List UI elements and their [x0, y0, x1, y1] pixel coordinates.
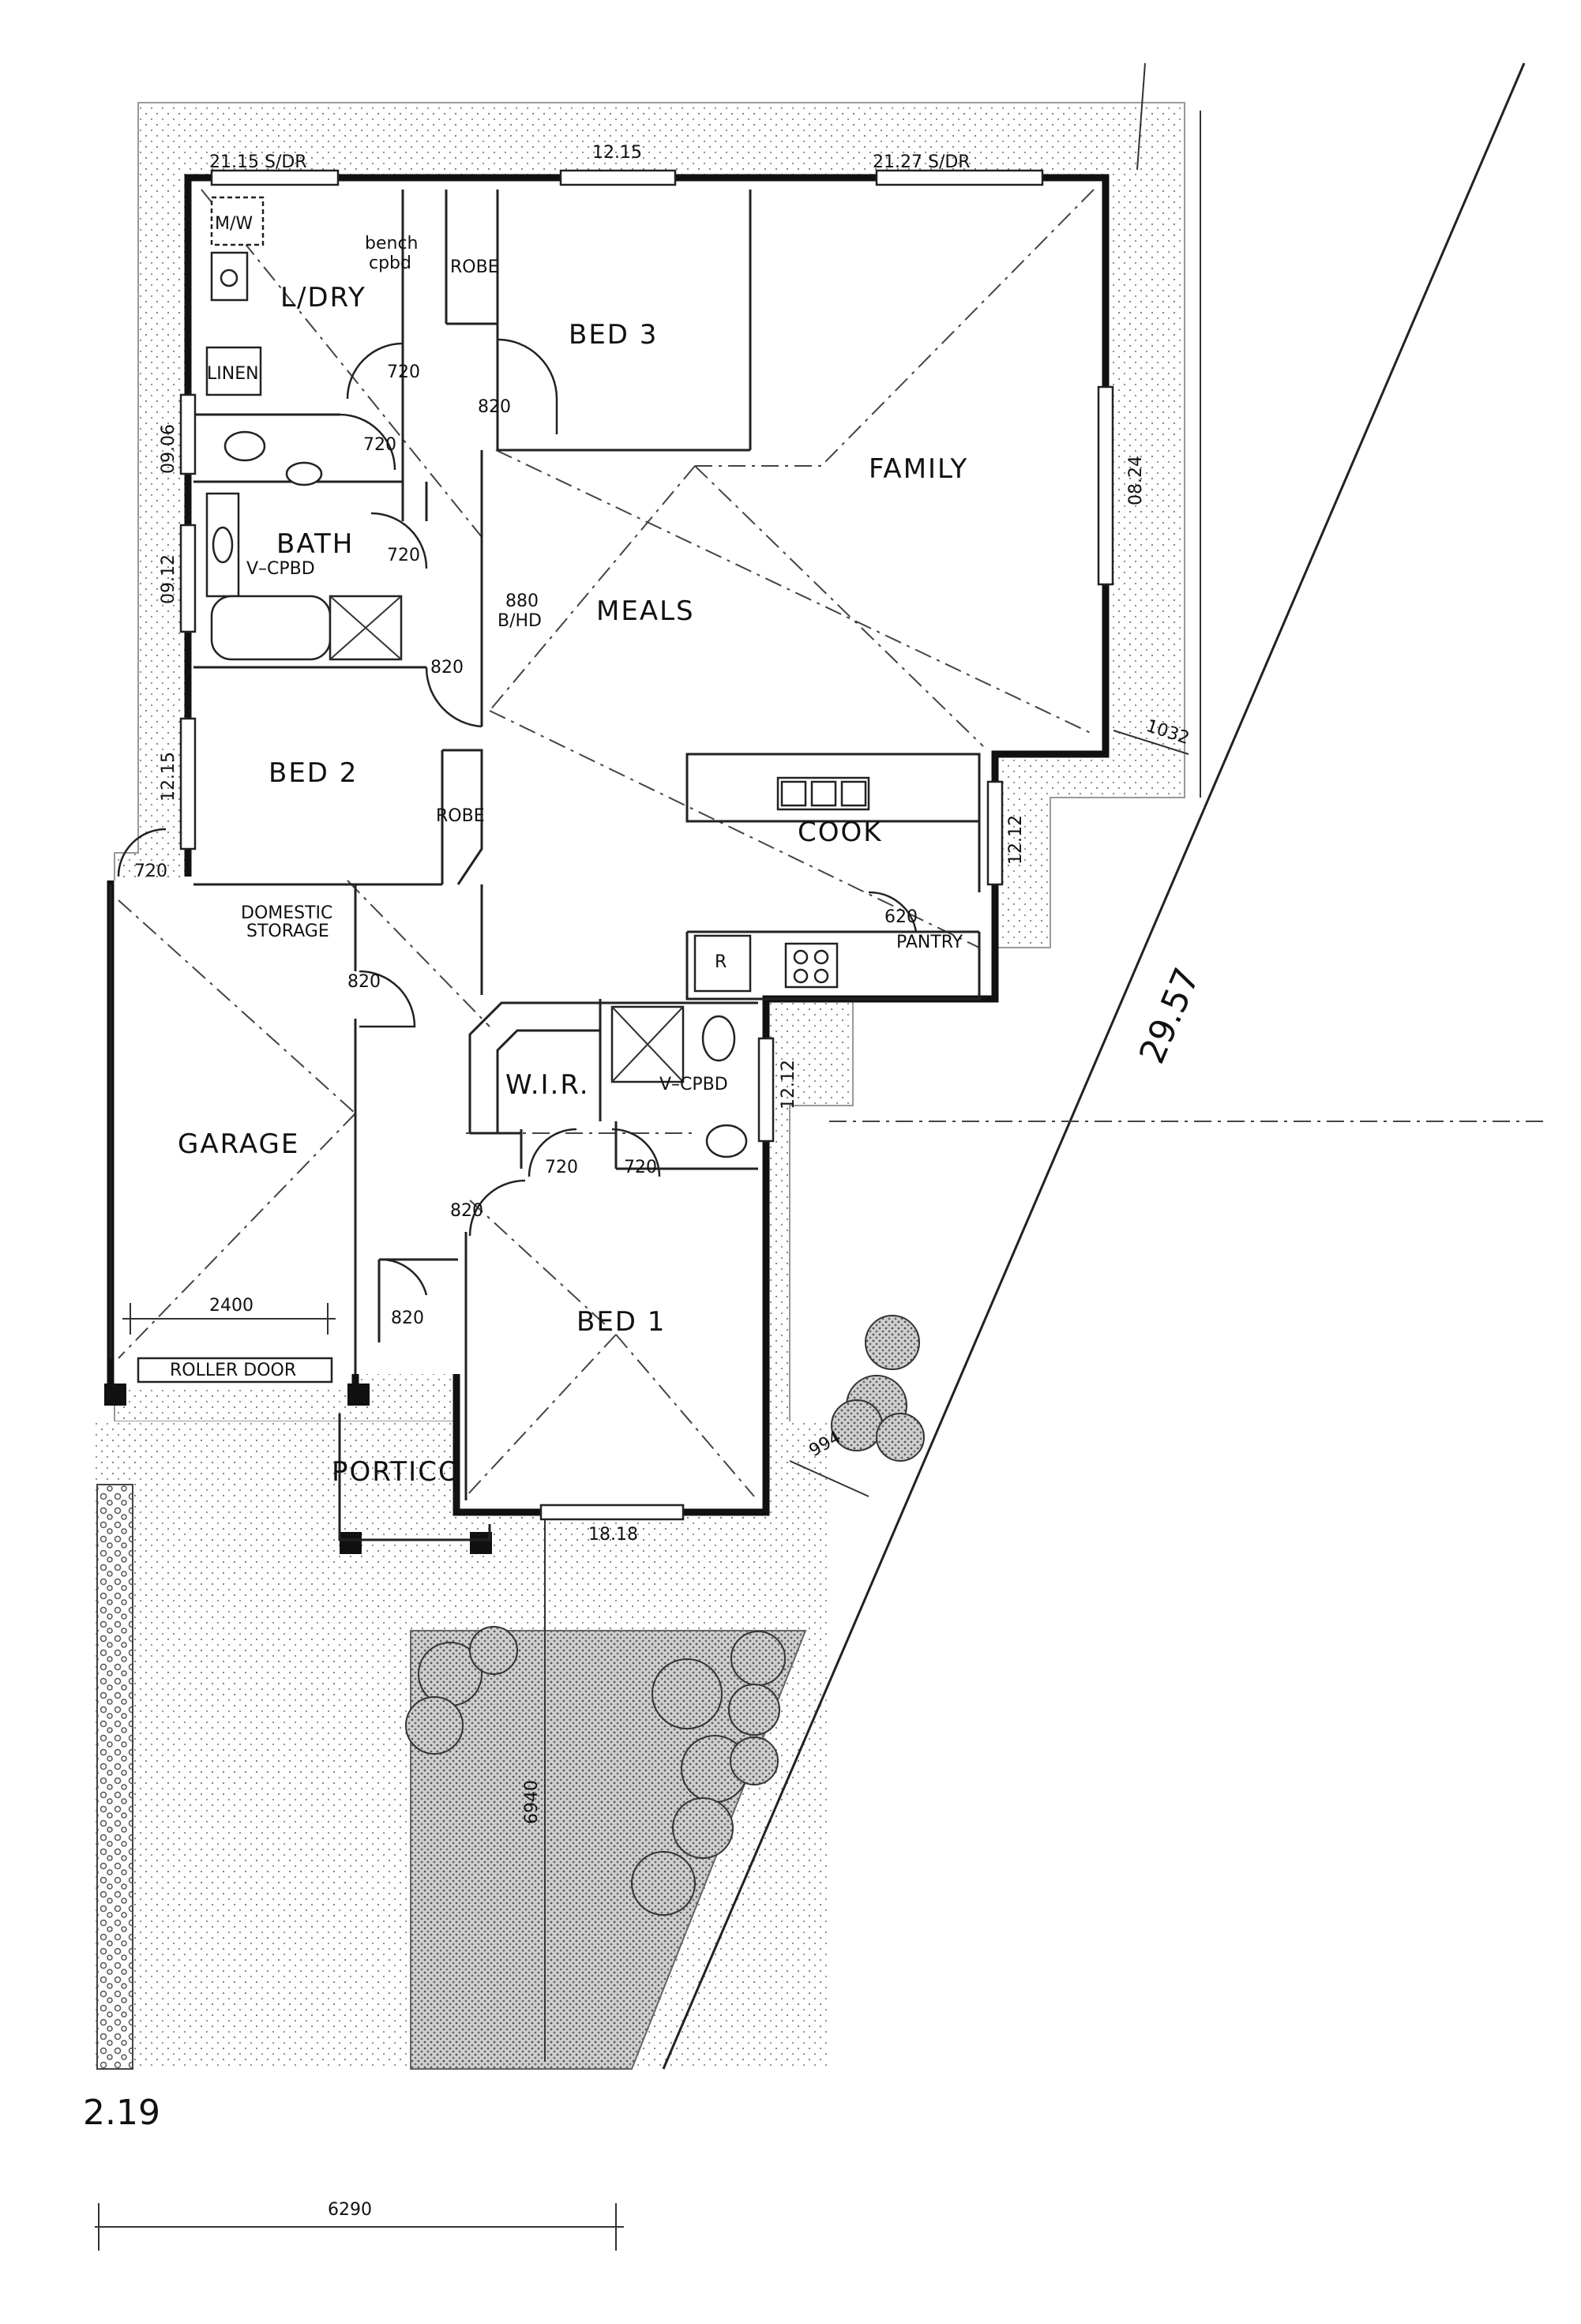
dim-left-3: 12.15 [159, 752, 178, 802]
dim-right-family: 08.24 [1126, 456, 1146, 505]
door-ldry: 720 [387, 362, 420, 382]
label-mw: M/W [215, 214, 253, 234]
label-vcpbd-ens: V–CPBD [659, 1075, 728, 1094]
dim-cook-win: 12.12 [1006, 815, 1026, 865]
shrubs [405, 1315, 925, 1916]
room-laundry: L/DRY [280, 282, 366, 313]
label-linen: LINEN [207, 364, 259, 384]
dim-left-2: 09.12 [159, 554, 178, 604]
door-bed3: 820 [478, 397, 511, 417]
dim-yard-depth: 6940 [522, 1780, 542, 1824]
fixtures [205, 196, 870, 1158]
label-roller-door: ROLLER DOOR [170, 1361, 296, 1380]
dim-bottom: 6290 [328, 2200, 372, 2220]
label-bench-1: bench [365, 234, 418, 253]
label-robe-top: ROBE [450, 257, 499, 277]
label-pantry: PANTRY [896, 933, 963, 952]
door-pantry: 620 [884, 907, 918, 927]
label-domestic-1: DOMESTIC [241, 903, 332, 923]
door-bed2: 820 [430, 658, 464, 678]
roof-hip-lines [118, 189, 1095, 1497]
dim-left-1: 09.06 [159, 424, 178, 474]
piers [104, 1384, 492, 1554]
room-portico: PORTICO [332, 1456, 461, 1488]
door-garage: 820 [347, 972, 381, 992]
door-entry: 820 [391, 1308, 424, 1328]
room-cook: COOK [798, 817, 883, 848]
dim-top-right: 21.27 S/DR [873, 152, 971, 172]
room-garage: GARAGE [178, 1128, 299, 1160]
room-family: FAMILY [869, 453, 968, 485]
room-wir: W.I.R. [505, 1069, 590, 1101]
label-bhd-1: 880 [505, 591, 539, 611]
door-ens: 720 [624, 1158, 657, 1177]
door-swings [117, 338, 918, 1296]
ext-line-top [1136, 62, 1146, 171]
dim-garage-width: 2400 [209, 1296, 253, 1316]
dim-boundary: 29.57 [1132, 962, 1207, 1069]
label-fridge: R [715, 952, 727, 972]
label-domestic-2: STORAGE [246, 922, 329, 941]
dim-top-left: 21.15 S/DR [209, 152, 307, 172]
dim-bottom-left: 2.19 [83, 2093, 160, 2133]
label-robe-bed2: ROBE [436, 806, 485, 826]
door-wc: 720 [363, 435, 396, 455]
interior-walls [109, 190, 981, 1500]
label-vcpbd-bath: V–CPBD [246, 559, 315, 579]
boundary-line [662, 62, 1526, 2070]
door-ext: 720 [134, 862, 167, 881]
dim-top-mid: 12.15 [592, 143, 642, 163]
windows [137, 169, 1114, 1521]
room-bed2: BED 2 [269, 757, 358, 789]
room-bed3: BED 3 [569, 319, 658, 351]
label-bhd-2: B/HD [498, 611, 542, 631]
label-bench-2: cpbd [369, 253, 411, 273]
room-bed1: BED 1 [576, 1306, 666, 1338]
dimension-lines [95, 730, 1189, 2251]
door-wir: 720 [545, 1158, 578, 1177]
dim-bed1-win: 18.18 [588, 1525, 638, 1545]
room-bath: BATH [276, 528, 354, 560]
dim-ens-win: 12.12 [779, 1060, 798, 1109]
room-meals: MEALS [596, 595, 695, 627]
door-bath: 720 [387, 546, 420, 565]
door-bed1: 820 [450, 1201, 483, 1221]
house-footprint [111, 178, 1106, 1512]
